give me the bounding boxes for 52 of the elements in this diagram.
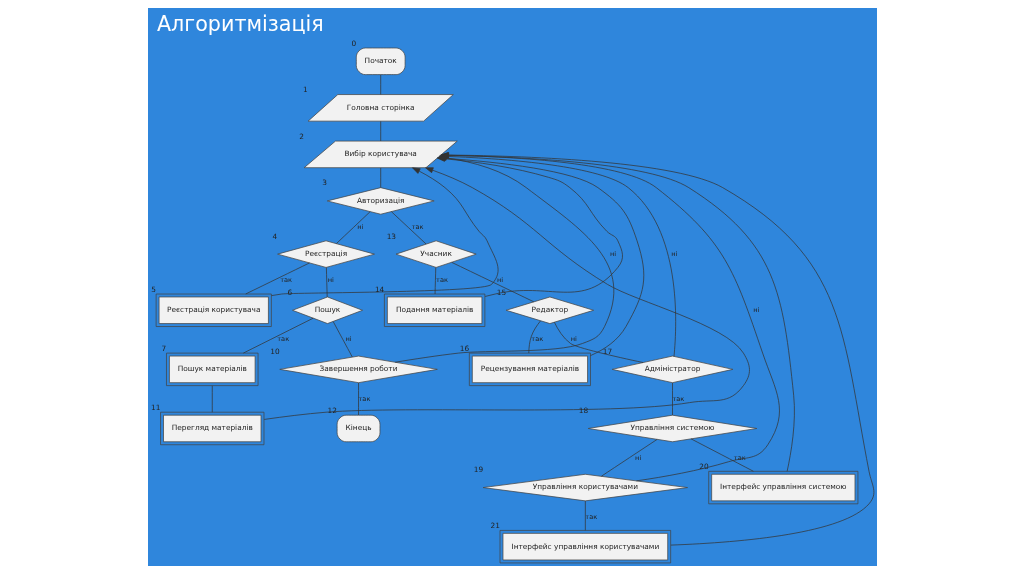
node-diamond: Управління системою bbox=[587, 414, 757, 443]
connector bbox=[434, 267, 436, 295]
connector bbox=[357, 382, 359, 416]
node-label: 7 bbox=[161, 343, 166, 353]
connector bbox=[379, 167, 381, 188]
arrow bbox=[270, 167, 498, 296]
node-label: 19 bbox=[473, 465, 483, 475]
arrow bbox=[263, 167, 750, 420]
connector bbox=[325, 267, 328, 298]
node-diamond: Управління користувачами bbox=[482, 473, 688, 502]
connector bbox=[600, 439, 657, 477]
connector bbox=[390, 211, 426, 245]
connector bbox=[332, 321, 353, 358]
node-label: 3 bbox=[321, 178, 327, 188]
node-label: 13 bbox=[386, 231, 396, 241]
node-label: 6 bbox=[287, 287, 292, 297]
node-label: 15 bbox=[496, 287, 506, 297]
node-label: 12 bbox=[327, 405, 337, 415]
connector bbox=[242, 317, 314, 354]
node-label: 20 bbox=[698, 462, 709, 472]
node-label: 14 bbox=[374, 284, 384, 294]
connector bbox=[379, 121, 381, 142]
connector bbox=[379, 74, 381, 95]
node-label: 2 bbox=[298, 131, 304, 141]
diagram-title: Алгоритмізація bbox=[156, 11, 324, 36]
node-label: 16 bbox=[459, 343, 469, 353]
connector bbox=[527, 320, 541, 354]
node-box: Кінець bbox=[336, 414, 380, 443]
node-diamond: Пошук bbox=[291, 296, 363, 324]
connector bbox=[690, 438, 754, 472]
node-label: 10 bbox=[269, 346, 280, 356]
connector bbox=[671, 382, 673, 416]
node-diamond: Реєстрація bbox=[276, 240, 375, 268]
connector bbox=[553, 321, 643, 363]
node-diamond: Учасник bbox=[395, 240, 477, 268]
connector bbox=[211, 385, 213, 413]
node-label: 5 bbox=[150, 284, 156, 294]
node-label: 0 bbox=[350, 38, 356, 48]
node-diamond: Авторизація bbox=[326, 187, 435, 215]
node-label: 17 bbox=[602, 346, 612, 356]
node-label: 1 bbox=[302, 85, 308, 95]
node-diamond: Редактор bbox=[505, 296, 594, 324]
connector bbox=[450, 262, 534, 303]
node-label: 11 bbox=[150, 403, 160, 412]
connector bbox=[584, 500, 586, 531]
connector bbox=[335, 211, 371, 244]
node-label: 4 bbox=[272, 231, 277, 241]
node-label: 21 bbox=[490, 521, 500, 531]
connector bbox=[244, 262, 310, 295]
node-diamond: Адміністратор bbox=[611, 355, 733, 384]
node-box: Початок bbox=[355, 47, 405, 75]
node-diamond: Завершення роботи bbox=[278, 355, 438, 384]
